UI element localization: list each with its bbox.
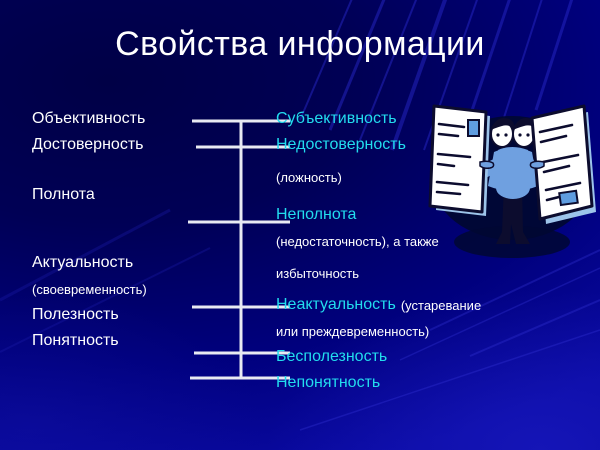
left-item-objectivity: Объективность [32,106,208,132]
left-item-usefulness: Полезность [32,302,208,328]
left-item-relevance-note: (своевременность) [32,276,208,302]
left-properties-column: Объективность Достоверность Полнота Акту… [32,106,208,354]
right-item-label: Непонятность [276,374,381,391]
left-item-completeness: Полнота [32,182,208,208]
right-item-incompleteness: Неполнота [276,202,576,228]
left-item-clarity: Понятность [32,328,208,354]
right-item-sublabel: (недостаточность), а также [276,233,439,249]
spacer [32,208,208,220]
spacer [32,220,208,232]
right-item-label: Неполнота [276,206,357,223]
spacer [32,158,208,170]
right-item-label: Недостоверность [276,136,406,153]
left-item-reliability: Достоверность [32,132,208,158]
right-item-sublabel: избыточность [276,265,360,281]
right-item-incomprehensibility: Непонятность [276,370,576,396]
left-item-label: Актуальность [32,254,134,271]
right-item-subjectivity: Субъективность [276,106,576,132]
spacer [32,232,208,244]
spacer [276,190,576,202]
right-item-sublabel: (ложность) [276,169,342,185]
right-item-sublabel: или преждевременность) [276,323,430,339]
left-item-label: Достоверность [32,136,144,153]
right-item-irrelevance: Неактуальность (устаревание [276,292,576,318]
right-item-insufficiency-note: (недостаточность), а также [276,228,576,254]
illustration-two-headed-person-icon [424,92,600,262]
right-item-label: Субъективность [276,110,397,127]
right-item-redundancy-note: избыточность [276,260,576,286]
right-item-untimeliness-note: или преждевременность) [276,318,576,344]
slide-title: Свойства информации [115,25,485,63]
left-item-label: Полнота [32,186,95,203]
right-item-falsity-note: (ложность) [276,164,576,190]
right-item-label: Неактуальность [276,296,396,313]
right-item-label: Бесполезность [276,348,388,365]
right-item-suffix: (устаревание [400,297,482,313]
right-item-uselessness: Бесполезность [276,344,576,370]
left-item-label: Объективность [32,110,146,127]
left-item-label: Полезность [32,306,119,323]
right-item-unreliability: Недостоверность [276,132,576,158]
spacer [32,170,208,182]
left-item-sublabel: (своевременность) [32,281,147,297]
left-item-relevance: Актуальность [32,250,208,276]
right-properties-column: Субъективность Недостоверность (ложность… [276,106,576,396]
left-item-label: Понятность [32,332,119,349]
